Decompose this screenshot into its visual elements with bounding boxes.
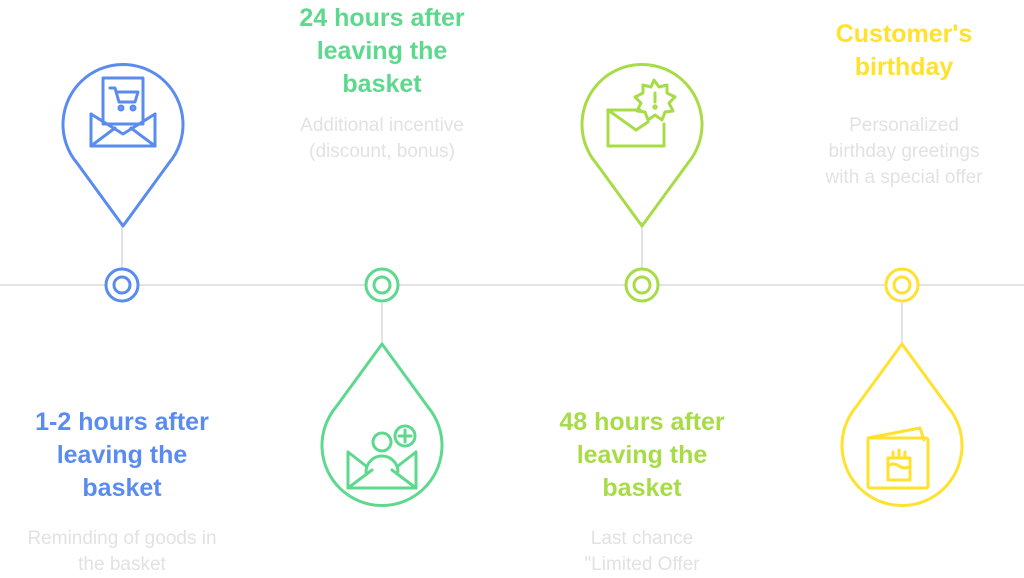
step-1-description: Reminding of goods in the basket	[27, 528, 217, 575]
step-2-description: Additional incentive (discount, bonus)	[300, 115, 464, 162]
step-3-title: 48 hours after leaving the basket	[559, 408, 725, 502]
step-2-title: 24 hours after leaving the basket	[299, 4, 465, 98]
step-2-stem	[381, 303, 383, 347]
step-4-description: Personalized birthday greetings with a s…	[825, 115, 983, 188]
birthday-card-icon	[866, 426, 930, 490]
step-1-title: 1-2 hours after leaving the basket	[35, 408, 209, 502]
step-1-stem	[121, 222, 123, 268]
step-3-description: Last chance "Limited Offer	[584, 528, 700, 575]
cart-envelope-icon	[89, 76, 157, 148]
step-4-title: Customer's birthday	[835, 20, 973, 81]
step-1-pin	[61, 63, 185, 228]
step-4-marker	[884, 267, 920, 303]
step-2-pin	[320, 342, 444, 507]
alert-badge-envelope-icon	[606, 78, 677, 148]
step-4-stem	[901, 303, 903, 347]
step-3-stem	[641, 222, 643, 268]
step-4-pin	[840, 342, 964, 507]
step-2-marker	[364, 267, 400, 303]
step-1-marker	[104, 267, 140, 303]
person-plus-envelope-icon	[346, 424, 418, 490]
step-3-marker	[624, 267, 660, 303]
step-3-pin	[580, 63, 704, 228]
timeline-line	[0, 284, 1024, 286]
